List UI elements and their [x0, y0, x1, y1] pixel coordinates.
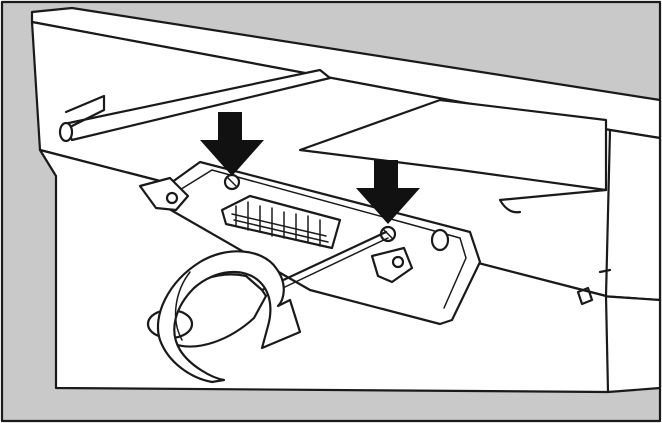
left-screw-slot — [227, 177, 237, 187]
board-inner-edge — [169, 169, 467, 309]
board-knob — [430, 228, 450, 252]
right-latch — [370, 246, 414, 284]
rail-bracket — [64, 94, 106, 128]
chassis-right-lower — [598, 294, 662, 394]
down-arrow-icon — [200, 112, 264, 176]
right-latch-hole — [391, 255, 405, 269]
rotation-band-highlight — [174, 271, 191, 341]
down-arrow-icon — [356, 160, 420, 224]
screwdriver-shaft-edge — [265, 237, 389, 297]
connector-pins — [220, 194, 342, 250]
left-latch-hole — [165, 191, 179, 205]
slot-tab-right — [576, 268, 612, 306]
rail-end-cap — [58, 121, 74, 143]
counterclockwise-rotation-arrow-icon — [156, 250, 302, 384]
shelf-edge — [498, 188, 608, 214]
inner-shelf — [298, 98, 608, 192]
